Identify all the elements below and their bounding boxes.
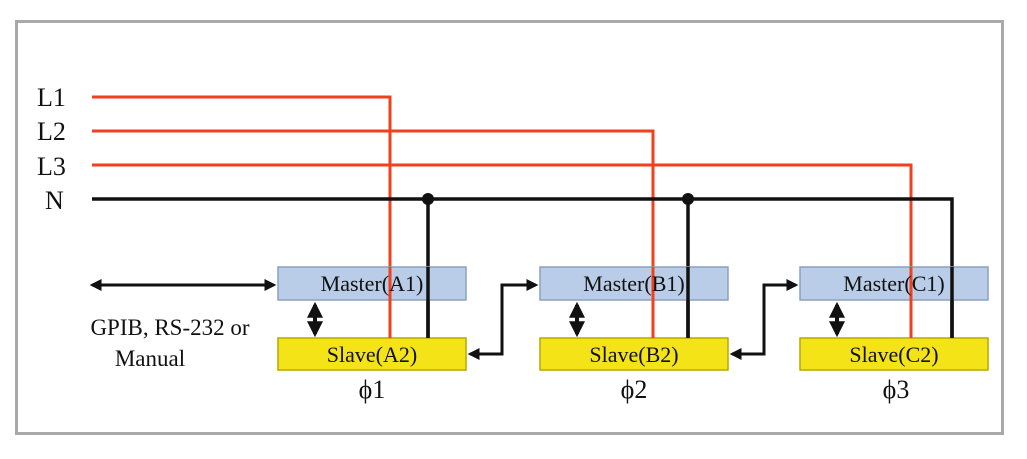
slave-label-a: Slave(A2) bbox=[327, 342, 417, 367]
master-box-a bbox=[277, 266, 467, 301]
link-a2-b1 bbox=[467, 279, 539, 360]
slave-label-b: Slave(B2) bbox=[589, 342, 678, 367]
l2-wire bbox=[92, 129, 655, 343]
master-box-b bbox=[539, 266, 729, 301]
phase-label-2: ϕ2 bbox=[621, 375, 648, 404]
slave-box-a bbox=[277, 337, 467, 371]
neutral-junction-a bbox=[422, 193, 434, 205]
label-l3: L3 bbox=[37, 152, 66, 181]
neutral-junction-b bbox=[682, 193, 694, 205]
master-label-a: Master(A1) bbox=[321, 271, 424, 296]
slave-label-c: Slave(C2) bbox=[849, 342, 938, 367]
master-box-c bbox=[799, 266, 989, 301]
link-b2-c1 bbox=[729, 279, 799, 360]
l1-wire bbox=[92, 95, 392, 343]
phase-label-3: ϕ3 bbox=[883, 375, 910, 404]
master-label-b: Master(B1) bbox=[583, 271, 684, 296]
master-label-c: Master(C1) bbox=[843, 271, 944, 296]
label-l2: L2 bbox=[37, 117, 66, 146]
control-label-line2: Manual bbox=[115, 346, 185, 371]
phase-label-1: ϕ1 bbox=[359, 375, 386, 404]
label-l1: L1 bbox=[37, 83, 66, 112]
control-label-line1: GPIB, RS-232 or bbox=[90, 315, 249, 340]
label-n: N bbox=[45, 186, 64, 215]
slave-box-c bbox=[799, 337, 989, 371]
slave-box-b bbox=[539, 337, 729, 371]
